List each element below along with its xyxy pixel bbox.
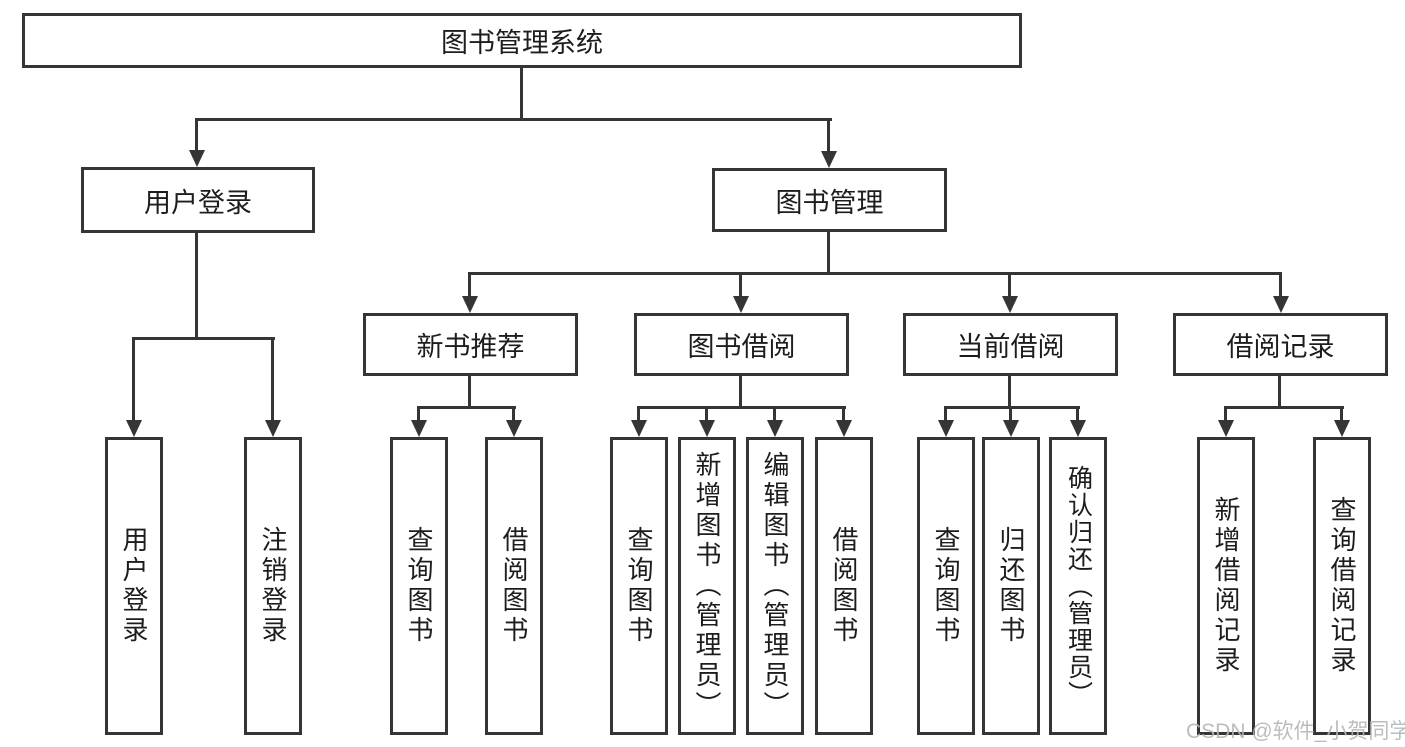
connector-book-mgmt-rail xyxy=(468,272,1282,275)
connector-shaft-leaf xyxy=(637,406,640,424)
node-label: 借阅记录 xyxy=(1226,332,1335,362)
node-library-management-system: 图书管理系统 xyxy=(22,13,1022,68)
connector-cb-stem xyxy=(1008,376,1011,409)
arrow-down-icon xyxy=(1273,296,1289,313)
arrow-down-icon xyxy=(189,150,205,167)
connector-root-stem xyxy=(520,68,523,120)
node-label: 归还图书 xyxy=(996,526,1026,646)
leaf-borrow-books-recommend: 借阅图书 xyxy=(485,437,543,735)
connector-shaft-leaf xyxy=(773,406,776,424)
arrow-down-icon xyxy=(462,296,478,313)
arrow-down-icon xyxy=(1002,296,1018,313)
node-label: 查询图书 xyxy=(624,526,654,646)
connector-nbr-rail xyxy=(417,406,516,409)
leaf-query-books-recommend: 查询图书 xyxy=(390,437,448,735)
node-book-borrowing: 图书借阅 xyxy=(634,313,849,376)
arrow-down-icon xyxy=(265,420,281,437)
connector-bb-rail xyxy=(637,406,846,409)
connector-cb-rail xyxy=(944,406,1080,409)
node-label: 用户登录 xyxy=(119,526,149,646)
arrow-down-icon xyxy=(733,296,749,313)
connector-shaft-level3 xyxy=(1008,272,1011,300)
node-label: 借阅图书 xyxy=(829,526,859,646)
leaf-edit-books-admin: 编辑图书（管理员） xyxy=(746,437,804,735)
node-label: 用户登录 xyxy=(144,187,252,218)
leaf-logout: 注销登录 xyxy=(244,437,302,735)
connector-root-rail xyxy=(196,118,832,121)
arrow-down-icon xyxy=(631,420,647,437)
connector-shaft-level3 xyxy=(1279,272,1282,300)
connector-br-rail xyxy=(1224,406,1344,409)
leaf-confirm-return-admin: 确认归还（管理员） xyxy=(1049,437,1107,735)
arrow-down-icon xyxy=(1218,420,1234,437)
connector-shaft-leaf xyxy=(842,406,845,424)
arrow-down-icon xyxy=(1070,420,1086,437)
arrow-down-icon xyxy=(1003,420,1019,437)
node-new-book-recommendation: 新书推荐 xyxy=(363,313,578,376)
connector-shaft-leaf xyxy=(417,406,420,424)
connector-shaft-leaf xyxy=(271,337,274,427)
node-label: 查询图书 xyxy=(931,526,961,646)
arrow-down-icon xyxy=(126,420,142,437)
node-label: 查询图书 xyxy=(404,526,434,646)
leaf-query-books-borrowing: 查询图书 xyxy=(610,437,668,735)
leaf-query-books-current: 查询图书 xyxy=(917,437,975,735)
leaf-user-login: 用户登录 xyxy=(105,437,163,735)
connector-shaft-level3 xyxy=(739,272,742,300)
node-borrowing-records: 借阅记录 xyxy=(1173,313,1388,376)
arrow-down-icon xyxy=(1334,420,1350,437)
leaf-borrow-books-borrowing: 借阅图书 xyxy=(815,437,873,735)
connector-shaft-leaf xyxy=(512,406,515,424)
connector-shaft-leaf xyxy=(1076,406,1079,424)
connector-bb-stem xyxy=(739,376,742,409)
connector-shaft-leaf xyxy=(132,337,135,427)
connector-shaft-user-login xyxy=(195,118,198,155)
leaf-add-borrow-record: 新增借阅记录 xyxy=(1197,437,1255,735)
connector-shaft-leaf xyxy=(1009,406,1012,424)
node-book-management: 图书管理 xyxy=(712,168,947,232)
arrow-down-icon xyxy=(699,420,715,437)
connector-shaft-book-management xyxy=(827,118,830,156)
csdn-watermark: CSDN @软件_小贺同学 xyxy=(1186,720,1405,743)
leaf-add-books-admin: 新增图书（管理员） xyxy=(678,437,736,735)
arrow-down-icon xyxy=(767,420,783,437)
node-label: 确认归还（管理员） xyxy=(1064,464,1093,708)
leaf-query-borrow-record: 查询借阅记录 xyxy=(1313,437,1371,735)
node-label: 注销登录 xyxy=(258,526,288,646)
node-current-borrowing: 当前借阅 xyxy=(903,313,1118,376)
connector-shaft-level3 xyxy=(468,272,471,300)
arrow-down-icon xyxy=(411,420,427,437)
node-label: 新增借阅记录 xyxy=(1211,496,1241,676)
connector-user-login-stem xyxy=(195,233,198,340)
connector-shaft-leaf xyxy=(1224,406,1227,424)
arrow-down-icon xyxy=(821,151,837,168)
leaf-return-books: 归还图书 xyxy=(982,437,1040,735)
node-label: 新书推荐 xyxy=(416,332,525,362)
arrow-down-icon xyxy=(506,420,522,437)
connector-shaft-leaf xyxy=(705,406,708,424)
connector-book-mgmt-stem xyxy=(827,232,830,275)
connector-br-stem xyxy=(1278,376,1281,409)
node-label: 查询借阅记录 xyxy=(1327,496,1357,676)
node-label: 图书借阅 xyxy=(687,332,796,362)
node-label: 图书管理 xyxy=(775,187,884,218)
connector-nbr-stem xyxy=(468,376,471,409)
connector-shaft-leaf xyxy=(944,406,947,424)
arrow-down-icon xyxy=(836,420,852,437)
node-label: 新增图书（管理员） xyxy=(692,451,722,721)
node-label: 借阅图书 xyxy=(499,526,529,646)
connector-user-login-rail xyxy=(132,337,275,340)
node-label: 编辑图书（管理员） xyxy=(760,451,790,721)
connector-shaft-leaf xyxy=(1340,406,1343,424)
arrow-down-icon xyxy=(938,420,954,437)
node-user-login: 用户登录 xyxy=(81,167,315,233)
node-label: 图书管理系统 xyxy=(441,28,603,58)
node-label: 当前借阅 xyxy=(956,332,1065,362)
